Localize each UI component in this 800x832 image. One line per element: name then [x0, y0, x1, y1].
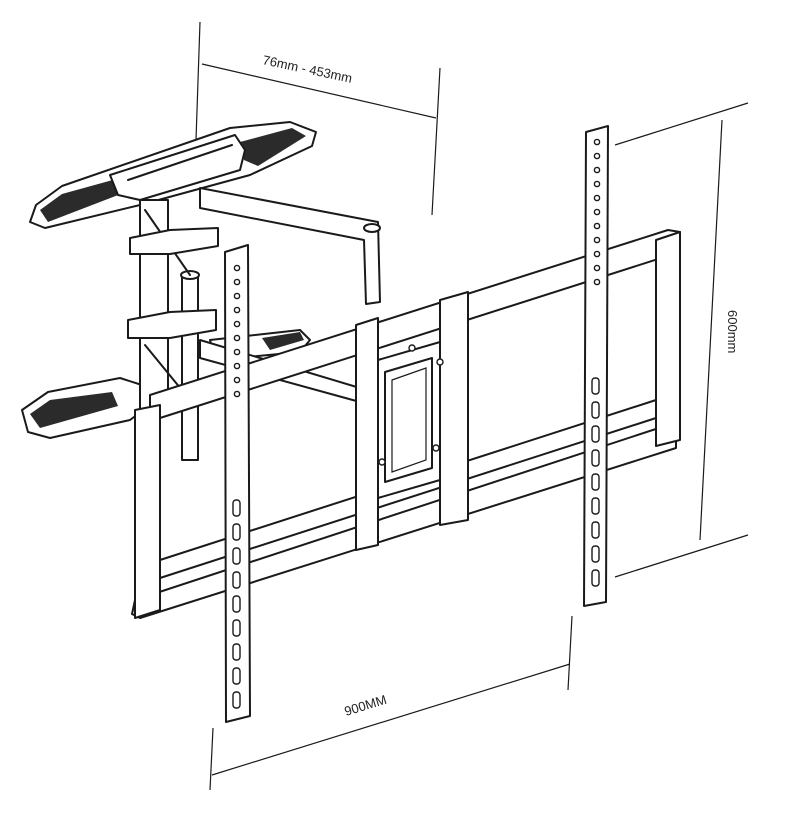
tv-bracket-right — [583, 125, 609, 607]
wall-plate-top — [29, 121, 317, 229]
vertical-spacing-label: 600mm — [725, 310, 740, 353]
arm-extension-dimension: 76mm - 453mm — [195, 21, 441, 216]
right-bracket-holes — [591, 138, 601, 587]
vertical-spacing-dimension: 600mm — [614, 102, 749, 578]
tv-bracket-left — [224, 244, 251, 723]
wall-plate-bottom — [21, 329, 311, 439]
left-bracket-holes — [232, 264, 241, 709]
articulating-arm — [127, 187, 381, 461]
horizontal-spacing-dimension: 900MM — [209, 615, 573, 791]
center-slider-bracket — [355, 291, 469, 551]
horizontal-spacing-label: 900MM — [342, 692, 388, 719]
